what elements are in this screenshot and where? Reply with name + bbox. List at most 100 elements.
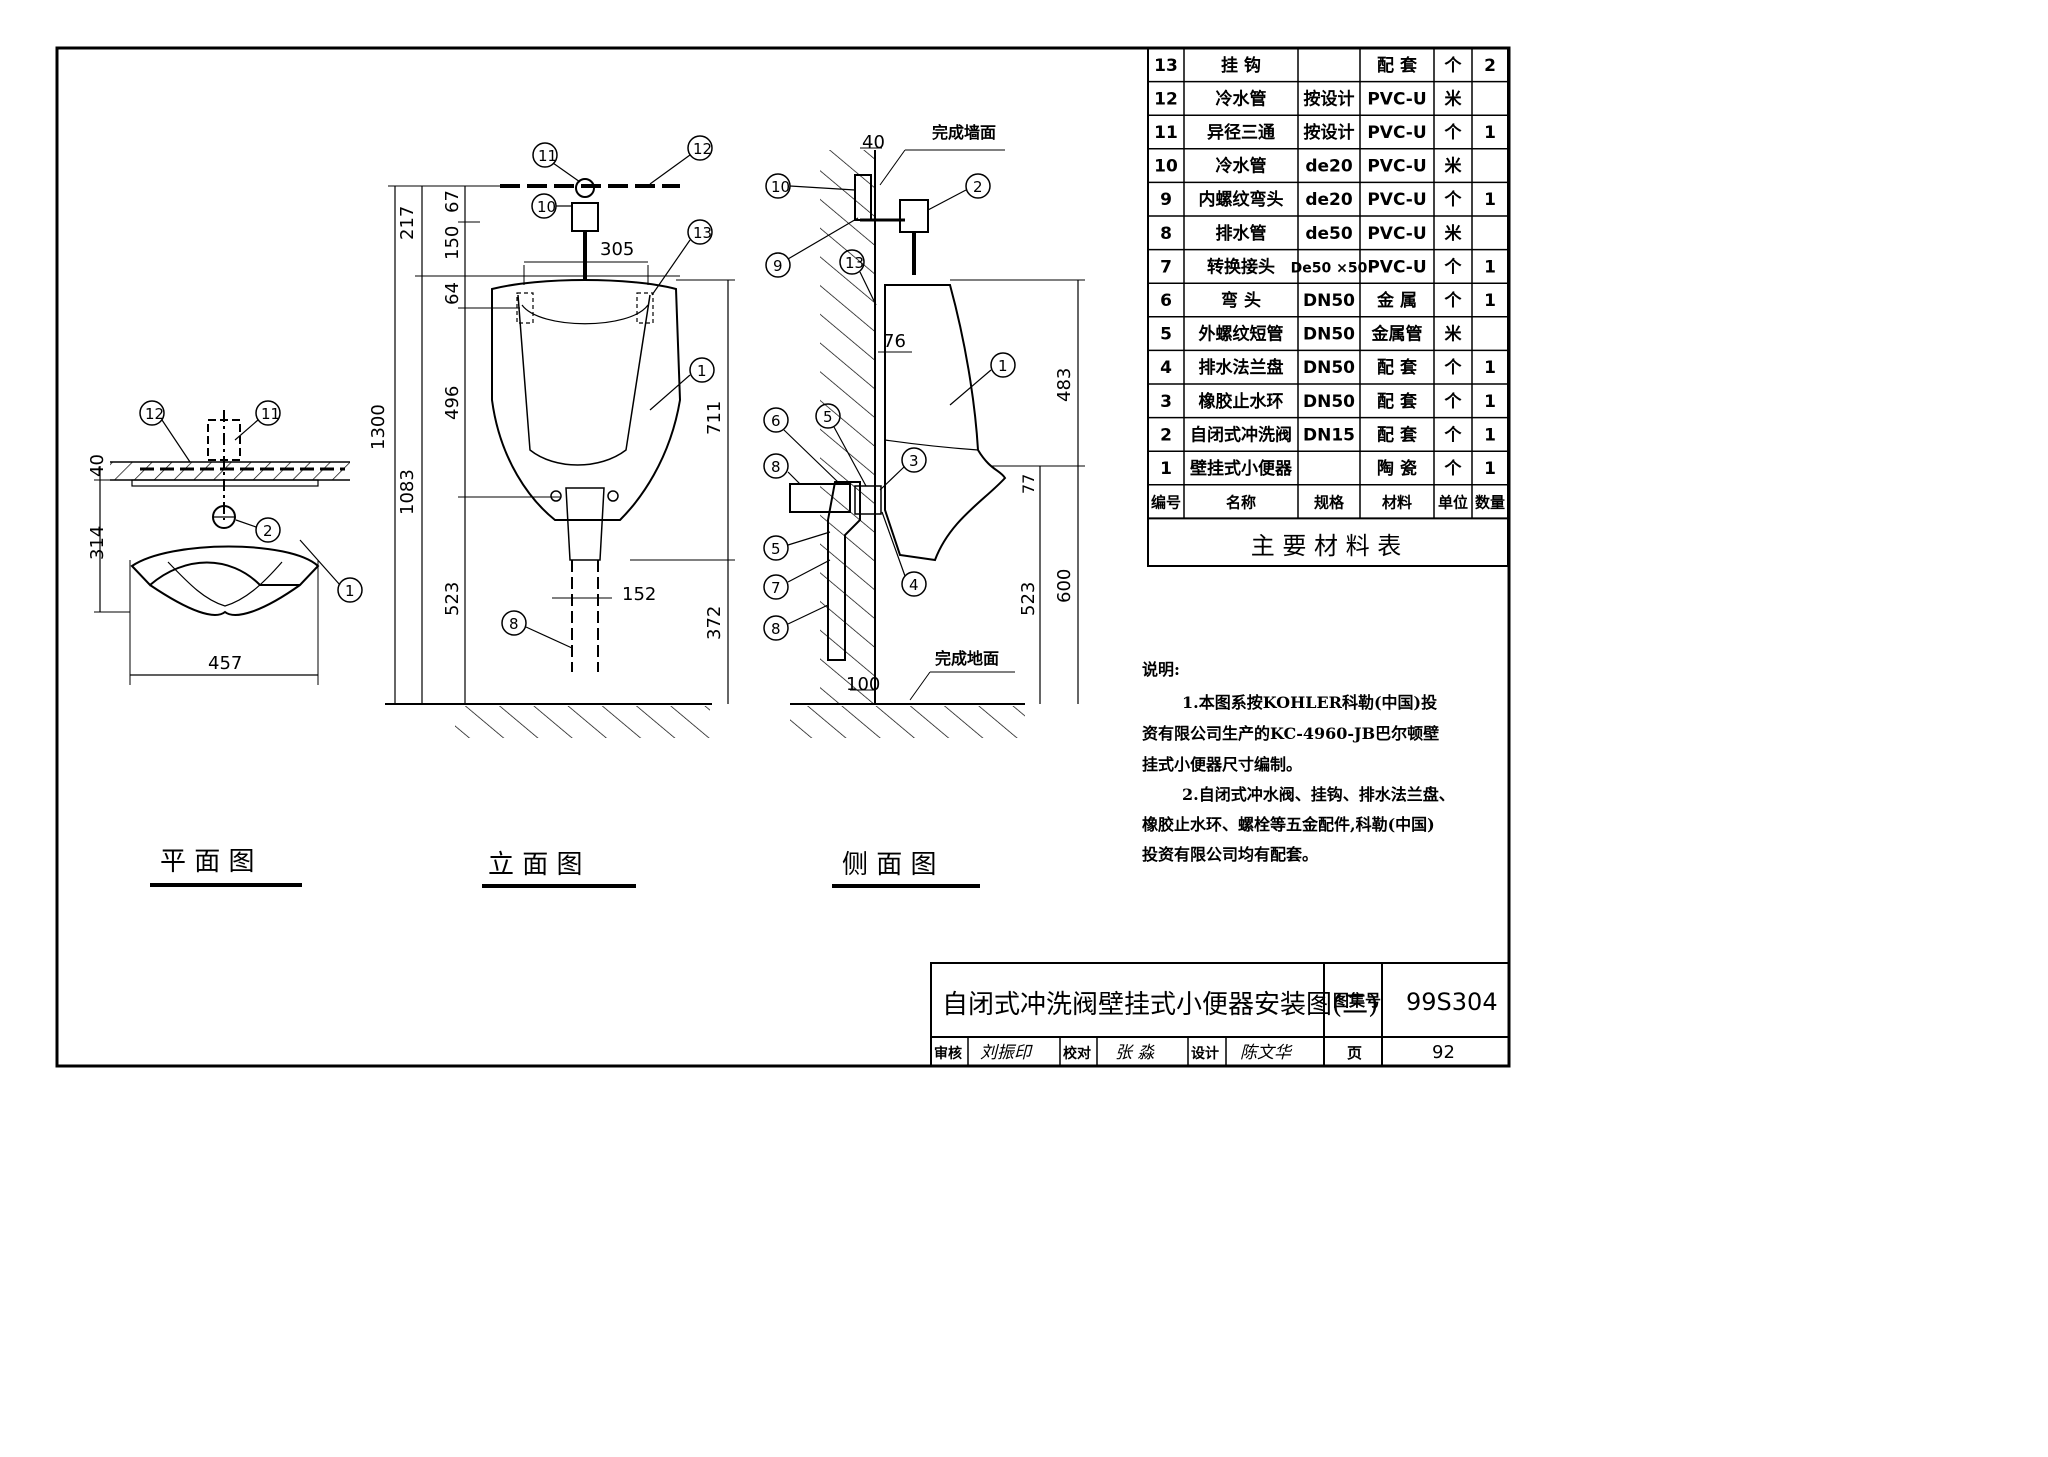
table-cell: 7 [1160, 257, 1172, 277]
table-cell: 6 [1160, 291, 1172, 311]
table-cell: 个 [1444, 357, 1463, 378]
elev-dim-523: 523 [442, 582, 463, 616]
table-cell: 1 [1484, 257, 1496, 277]
wall-label: 完成墙面 [932, 123, 996, 142]
table-cell: 米 [1445, 223, 1463, 244]
note-line: 橡胶止水环、螺栓等五金配件,科勒(中国) [1142, 815, 1435, 834]
note-line: 1.本图系按KOHLER科勒(中国)投 [1182, 693, 1437, 712]
elev-dim-372: 372 [704, 606, 725, 640]
table-cell: 冷水管 [1216, 88, 1267, 109]
elev-dim-67: 67 [442, 190, 463, 213]
svg-text:12: 12 [145, 405, 164, 423]
atlas-label: 图集号 [1333, 991, 1381, 1010]
svg-text:1: 1 [998, 357, 1008, 375]
table-cell: 10 [1154, 157, 1178, 177]
table-cell: 2 [1160, 425, 1172, 445]
table-cell: 米 [1445, 88, 1463, 109]
side-view: 40 76 483 77 523 600 100 完成墙面 完成地面 10 2 … [763, 123, 1085, 738]
table-cell: 排水管 [1216, 223, 1267, 244]
table-cell: DN15 [1303, 425, 1355, 445]
material-table-caption: 主 要 材 料 表 [1251, 532, 1402, 560]
floor-label: 完成地面 [935, 649, 999, 668]
elevation-view: 217 67 150 305 64 1300 496 711 1083 523 … [368, 135, 735, 738]
table-cell: 12 [1154, 89, 1178, 109]
table-cell: 橡胶止水环 [1199, 391, 1284, 412]
table-cell: 陶 瓷 [1377, 458, 1417, 479]
drawing-title: 自闭式冲洗阀壁挂式小便器安装图(二) [942, 990, 1378, 1020]
plan-dim-314: 314 [87, 526, 108, 560]
table-cell: DN50 [1303, 392, 1355, 412]
table-cell: 排水法兰盘 [1199, 357, 1284, 378]
table-cell: 金 属 [1376, 290, 1417, 311]
svg-text:10: 10 [771, 178, 790, 196]
elev-dim-217: 217 [397, 206, 418, 240]
table-cell: 配 套 [1377, 424, 1418, 445]
svg-text:4: 4 [909, 576, 919, 594]
table-cell: 个 [1444, 256, 1463, 277]
elev-dim-711: 711 [704, 401, 725, 435]
table-cell: 1 [1484, 190, 1496, 210]
table-header-cell: 材料 [1382, 494, 1412, 512]
elev-dim-150: 150 [442, 226, 463, 260]
elev-dim-496: 496 [442, 386, 463, 420]
title-block: 自闭式冲洗阀壁挂式小便器安装图(二) 图集号 99S304 审核 刘振印 校对 … [930, 962, 1510, 1067]
page-number: 92 [1432, 1042, 1455, 1063]
table-cell: 弯 头 [1221, 290, 1261, 311]
svg-text:12: 12 [693, 140, 712, 158]
elev-dim-1300: 1300 [368, 404, 389, 450]
note-line: 2.自闭式冲水阀、挂钩、排水法兰盘、 [1182, 785, 1455, 804]
elev-dim-1083: 1083 [397, 469, 418, 515]
svg-text:11: 11 [538, 147, 557, 165]
design-signature: 陈文华 [1240, 1043, 1293, 1063]
side-dim-100: 100 [846, 674, 880, 695]
table-cell: 米 [1445, 324, 1463, 345]
table-cell: DN50 [1303, 291, 1355, 311]
table-cell: PVC-U [1367, 123, 1426, 143]
svg-text:9: 9 [773, 257, 783, 275]
table-cell: 自闭式冲洗阀 [1190, 424, 1292, 445]
table-cell: 1 [1484, 425, 1496, 445]
table-cell: 个 [1444, 122, 1463, 143]
note-line: 投资有限公司均有配套。 [1142, 845, 1318, 864]
drawing-sheet: 40 314 457 12 11 2 1 [55, 46, 1511, 1068]
table-cell: 1 [1484, 459, 1496, 479]
review-label: 审核 [934, 1045, 962, 1062]
table-header-cell: 编号 [1151, 494, 1181, 512]
review-signature: 刘振印 [980, 1043, 1033, 1063]
table-cell: 异径三通 [1207, 122, 1275, 143]
table-cell: 冷水管 [1216, 156, 1267, 177]
svg-text:13: 13 [845, 254, 864, 272]
svg-text:2: 2 [263, 522, 273, 540]
notes-heading: 说明: [1142, 660, 1180, 679]
table-cell: 个 [1444, 189, 1463, 210]
table-cell: 2 [1484, 56, 1496, 76]
table-cell: 挂 钩 [1221, 55, 1261, 76]
table-cell: 个 [1444, 55, 1463, 76]
table-cell: 外螺纹短管 [1199, 324, 1284, 345]
table-cell: 5 [1160, 325, 1172, 345]
table-cell: 1 [1484, 123, 1496, 143]
table-cell: 个 [1444, 424, 1463, 445]
table-cell: 转换接头 [1207, 256, 1275, 277]
table-cell: PVC-U [1367, 190, 1426, 210]
notes: 说明: 1.本图系按KOHLER科勒(中国)投 资有限公司生产的KC-4960-… [1142, 660, 1455, 864]
table-cell: 按设计 [1304, 88, 1355, 109]
table-cell: 11 [1154, 123, 1178, 143]
note-line: 资有限公司生产的KC-4960-JB巴尔顿壁 [1142, 724, 1439, 743]
side-view-title: 侧 面 图 [842, 850, 937, 880]
elev-dim-305: 305 [600, 239, 634, 260]
svg-text:3: 3 [909, 452, 919, 470]
plan-view: 40 314 457 12 11 2 1 [87, 400, 363, 685]
svg-text:13: 13 [693, 224, 712, 242]
table-cell: 1 [1160, 459, 1172, 479]
check-label: 校对 [1063, 1045, 1091, 1062]
table-cell: 4 [1160, 358, 1172, 378]
table-cell: 配 套 [1377, 391, 1418, 412]
table-cell: 米 [1445, 156, 1463, 177]
plan-dim-40: 40 [87, 454, 108, 477]
table-cell: 配 套 [1377, 55, 1418, 76]
plan-view-title: 平 面 图 [160, 847, 255, 877]
plan-dim-457: 457 [208, 653, 242, 674]
table-cell: 内螺纹弯头 [1199, 189, 1284, 210]
